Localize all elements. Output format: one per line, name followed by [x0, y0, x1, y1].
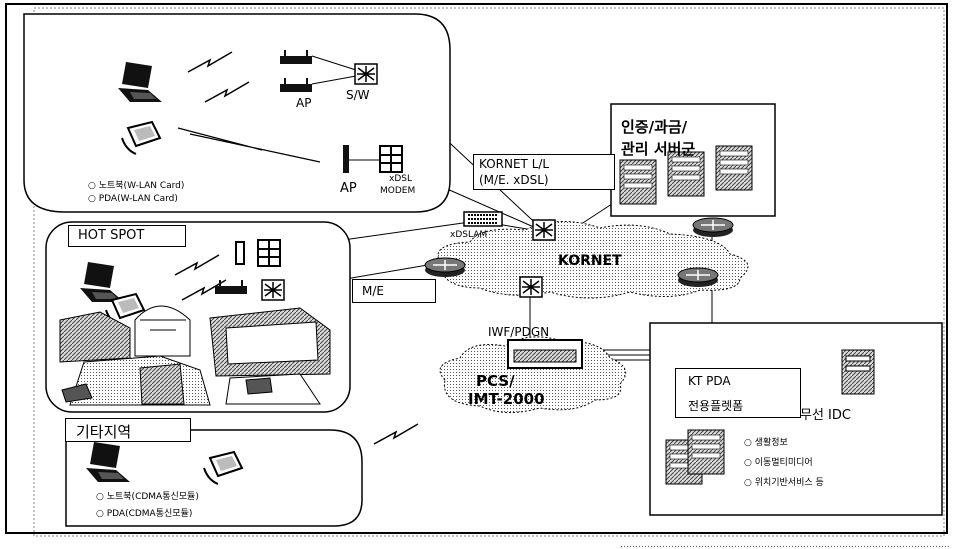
hot-spot-box	[68, 225, 186, 247]
service-2-label: ○ 이동멀티미디어	[744, 458, 813, 468]
etc-region-box	[65, 418, 191, 442]
modem-label: MODEM	[380, 186, 416, 196]
sw-label: S/W	[346, 88, 370, 102]
hot-spot-label: HOT SPOT	[78, 228, 145, 243]
kt-pda-label-1: KT PDA	[688, 374, 731, 388]
xdslam-label: xDSLAM	[450, 230, 488, 240]
pcs-label-1: PCS/	[476, 372, 515, 390]
kt-pda-box	[675, 368, 801, 418]
pda-cdma-label: ○ PDA(CDMA통신모듈)	[96, 509, 193, 519]
kornet-ll-box	[473, 154, 615, 190]
xdsl-label: xDSL	[389, 174, 412, 184]
notebook-cdma-label: ○ 노트북(CDMA통신모듈)	[96, 492, 199, 502]
ap-top-label: AP	[296, 96, 312, 110]
auth-label-1: 인증/과금/	[621, 118, 688, 136]
kornet-ll-sub-label: (M/E. xDSL)	[479, 173, 549, 187]
iwf-pdgn-label: IWF/PDGN	[488, 325, 550, 339]
pda-wlan-label: ○ PDA(W-LAN Card)	[88, 194, 178, 204]
kornet-label: KORNET	[558, 253, 622, 269]
auth-label-2: 관리 서버군	[621, 140, 696, 158]
ap-mid-label: AP	[340, 181, 357, 196]
notebook-wlan-label: ○ 노트북(W-LAN Card)	[88, 181, 185, 191]
pcs-label-2: IMT-2000	[468, 390, 545, 408]
kt-pda-label-2: 전용플렛폼	[688, 399, 744, 413]
etc-region-label: 기타지역	[76, 423, 132, 441]
service-3-label: ○ 위치기반서비스 등	[744, 478, 824, 488]
me-box	[352, 279, 436, 303]
wireless-idc-label: 무선 IDC	[800, 408, 851, 423]
kornet-ll-label: KORNET L/L	[479, 157, 550, 171]
service-1-label: ○ 생활정보	[744, 438, 788, 448]
me-label: M/E	[362, 284, 384, 298]
